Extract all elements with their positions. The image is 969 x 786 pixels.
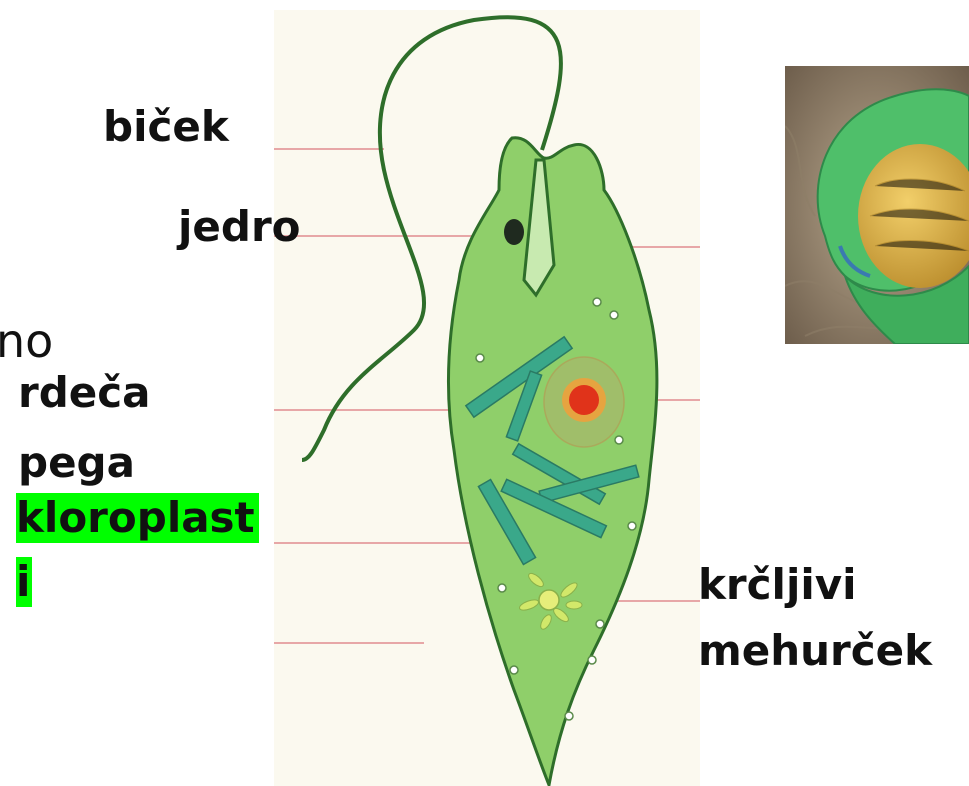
label-kloroplasti: kloroplast i <box>16 493 259 607</box>
label-partial-cut: no <box>0 316 53 366</box>
label-rdeca-line2: pega <box>18 438 135 488</box>
eyespot <box>569 385 599 415</box>
cell-body <box>449 138 657 785</box>
label-krcljivi-line1: krčljivi <box>698 560 857 610</box>
nucleus-spot <box>504 219 524 245</box>
euglena-illustration <box>274 10 700 786</box>
label-rdeca-line1: rdeča <box>18 368 151 418</box>
label-jedro: jedro <box>178 202 301 252</box>
micrograph-photo <box>785 66 969 344</box>
micrograph-image <box>785 66 969 344</box>
label-kloroplasti-line2: i <box>16 557 32 607</box>
label-bicek: biček <box>103 102 229 152</box>
euglena-diagram <box>274 10 700 786</box>
label-krcljivi-line2: mehurček <box>698 626 932 676</box>
label-kloroplasti-line1: kloroplast <box>16 493 259 543</box>
